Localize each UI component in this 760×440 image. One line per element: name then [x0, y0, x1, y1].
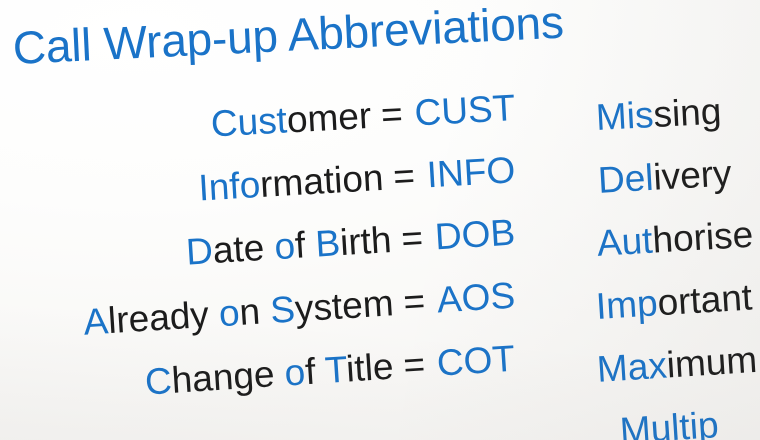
term-seg-ate: ate — [211, 226, 276, 271]
term-seg-hange: hange — [170, 352, 286, 401]
term-seg-a: A — [82, 300, 110, 343]
term-seg-lready: lready — [106, 293, 221, 342]
term-seg-f2: f — [303, 350, 327, 393]
equals-sign-cust: = — [379, 93, 404, 136]
term-plain-maximum: imum — [665, 338, 759, 386]
term-highlight-multiple: Multip — [618, 404, 720, 440]
abbreviation-aos: AOS — [435, 274, 517, 321]
term-plain-delivery: ivery — [652, 152, 733, 198]
term-seg-o2: o — [217, 291, 241, 335]
term-seg-b: B — [314, 222, 342, 265]
term-highlight-important: Imp — [594, 282, 659, 327]
term-seg-ystem: ystem — [293, 282, 395, 330]
term-seg-n: n — [238, 290, 272, 333]
equals-sign-dob: = — [400, 217, 425, 260]
term-highlight-authorise: Aut — [595, 219, 654, 264]
abbreviation-entry-missing: Missing — [594, 74, 760, 149]
term-seg-itle: itle — [344, 345, 395, 390]
abbreviation-entry-important: Important — [594, 261, 760, 338]
abbreviation-cot: COT — [435, 337, 517, 384]
abbreviation-entry-authorise: Authorise — [595, 198, 760, 275]
term-seg-o3: o — [283, 351, 307, 394]
term-highlight-cust: Cust — [209, 99, 289, 145]
term-seg-c: C — [143, 359, 174, 403]
equals-sign-cot: = — [402, 343, 427, 386]
abbreviation-info: INFO — [425, 149, 517, 196]
term-plain-authorise: horise — [651, 213, 755, 261]
term-seg-s: S — [269, 288, 297, 331]
abbreviation-entry-delivery: Delivery — [596, 136, 760, 212]
term-highlight-info: Info — [197, 164, 262, 209]
term-seg-o: o — [273, 224, 297, 268]
equals-sign-info: = — [392, 155, 417, 198]
term-highlight-missing: Mis — [594, 94, 655, 138]
term-highlight-maximum: Max — [595, 344, 669, 390]
abbreviation-dob: DOB — [433, 211, 517, 258]
term-plain-missing: sing — [652, 90, 723, 135]
abbreviation-list-left: Customer=CUST Information=INFO Date of B… — [0, 87, 530, 424]
term-seg-f: f — [293, 223, 317, 266]
term-seg-d: D — [184, 230, 215, 273]
term-seg-t: T — [323, 348, 348, 391]
equals-sign-aos: = — [402, 280, 427, 323]
term-plain-important: ortant — [656, 276, 754, 324]
term-seg-irth: irth — [338, 219, 393, 264]
term-plain-cust: omer — [285, 94, 373, 141]
term-highlight-delivery: Del — [596, 156, 655, 201]
page-title: Call Wrap-up Abbreviations — [11, 0, 565, 74]
abbreviation-list-right: Missing Delivery Authorise Important Max… — [594, 86, 760, 440]
abbreviation-cust: CUST — [413, 87, 517, 134]
term-plain-info: rmation — [258, 156, 385, 205]
